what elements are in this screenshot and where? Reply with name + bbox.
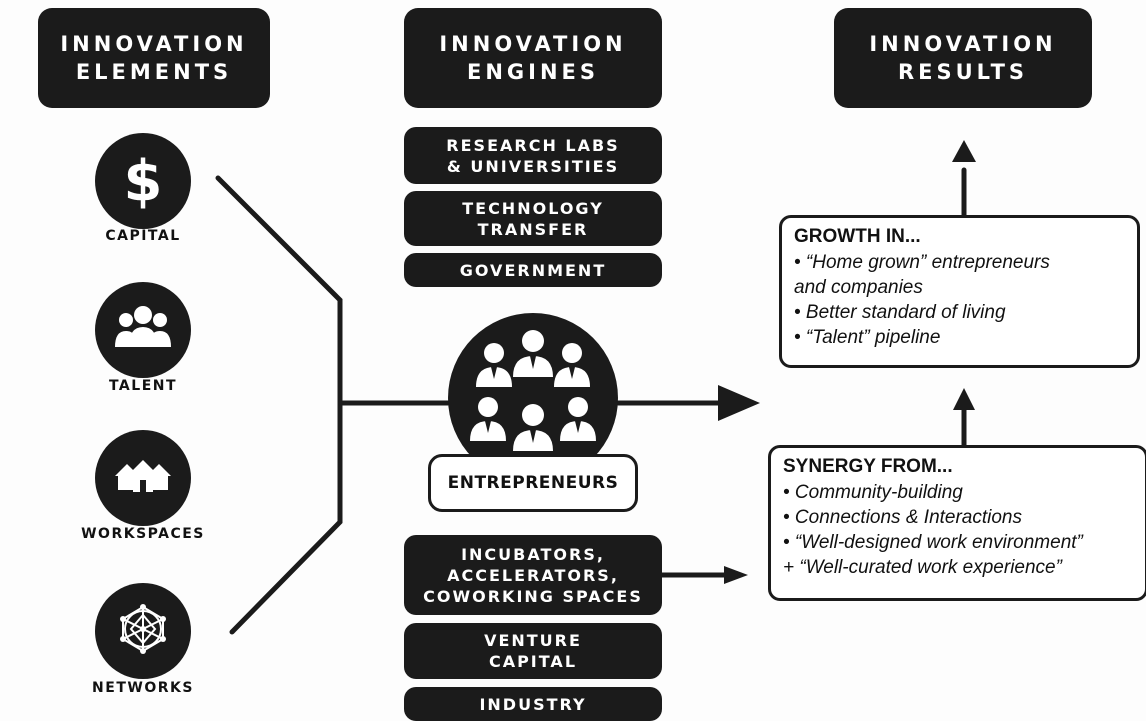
capital-circle: $: [95, 133, 191, 229]
entrepreneurs-people-icon: [448, 330, 618, 487]
funnel-line: [215, 175, 343, 635]
incubators-arrow-head: [724, 566, 748, 584]
people-icon: [113, 303, 173, 358]
header-innovation-results: INNOVATION RESULTS: [834, 8, 1092, 108]
dollar-icon: $: [118, 148, 168, 215]
growth-list: • “Home grown” entrepreneurs and compani…: [794, 250, 1125, 350]
workspaces-circle: [95, 430, 191, 526]
synergy-item: + “Well-curated work experience”: [783, 557, 1062, 578]
network-globe-icon: [115, 601, 171, 662]
synergy-item: • “Well-designed work environment”: [783, 532, 1083, 553]
growth-item: • Better standard of living: [794, 302, 1006, 323]
synergy-title: SYNERGY FROM...: [783, 456, 953, 477]
synergy-list: • Community-building • Connections & Int…: [783, 480, 1133, 580]
engine-industry: INDUSTRY: [404, 687, 662, 721]
growth-box: GROWTH IN... • “Home grown” entrepreneur…: [779, 215, 1140, 368]
engine-technology-transfer: TECHNOLOGY TRANSFER: [404, 191, 662, 246]
engine-government: GOVERNMENT: [404, 253, 662, 287]
engine-research-labs: RESEARCH LABS & UNIVERSITIES: [404, 127, 662, 184]
engine-incubators: INCUBATORS, ACCELERATORS, COWORKING SPAC…: [404, 535, 662, 615]
engine-venture-capital: VENTURE CAPITAL: [404, 623, 662, 679]
growth-arrow-head: [953, 388, 975, 410]
element-label-talent: TALENT: [108, 378, 178, 394]
header-innovation-elements: INNOVATION ELEMENTS: [38, 8, 270, 108]
networks-circle: [95, 583, 191, 679]
entrepreneurs-arrow-head: [718, 385, 760, 421]
growth-item: • “Talent” pipeline: [794, 327, 941, 348]
header-innovation-engines: INNOVATION ENGINES: [404, 8, 662, 108]
growth-item: • “Home grown” entrepreneurs and compani…: [794, 252, 1050, 298]
element-label-networks: NETWORKS: [92, 680, 194, 696]
talent-circle: [95, 282, 191, 378]
element-label-capital: CAPITAL: [105, 228, 181, 244]
houses-icon: [111, 456, 175, 501]
element-label-workspaces: WORKSPACES: [81, 526, 205, 542]
growth-title: GROWTH IN...: [794, 226, 921, 247]
synergy-item: • Connections & Interactions: [783, 507, 1023, 528]
synergy-box: SYNERGY FROM... • Community-building • C…: [768, 445, 1146, 601]
entrepreneurs-label: ENTREPRENEURS: [428, 454, 638, 512]
synergy-item: • Community-building: [783, 482, 963, 503]
results-arrow-head: [952, 140, 976, 162]
svg-text:$: $: [124, 149, 163, 210]
